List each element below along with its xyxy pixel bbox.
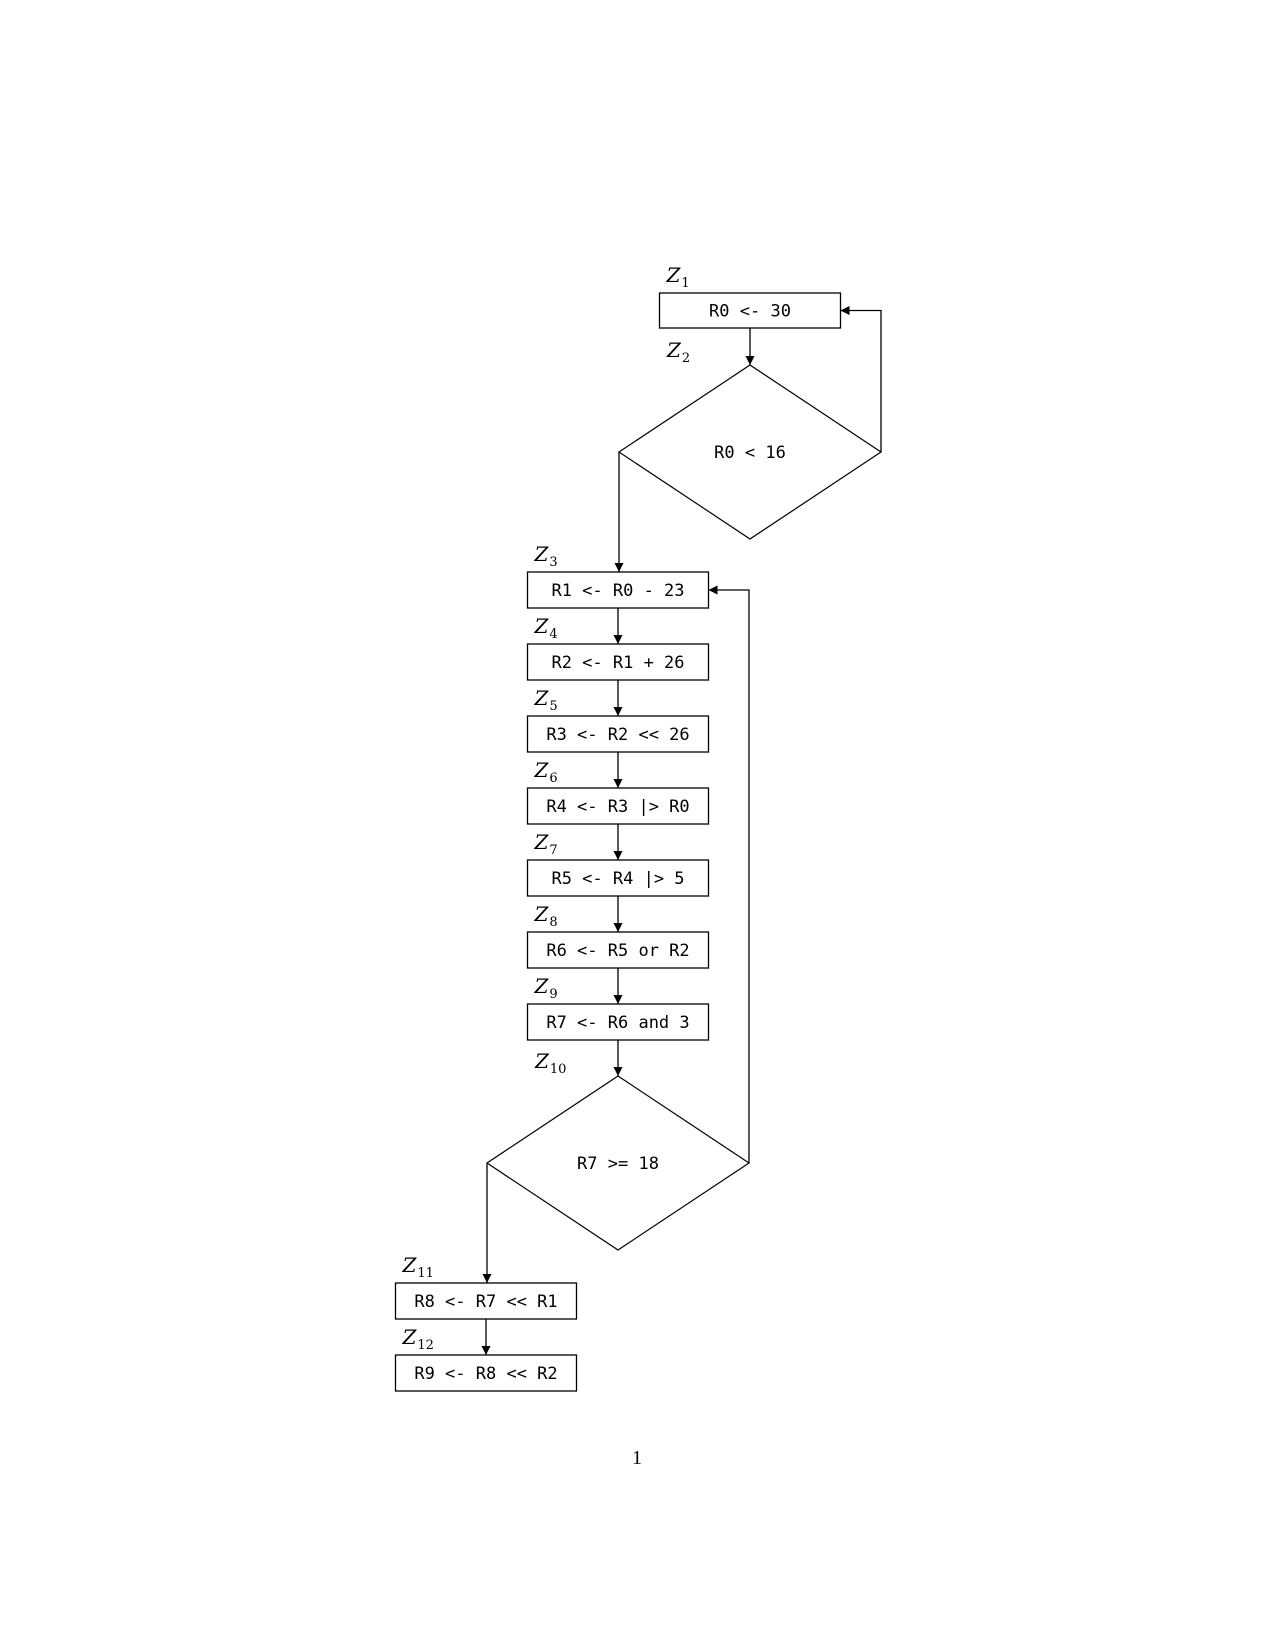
process-box <box>526 715 710 753</box>
node-label: Z4 <box>534 614 558 642</box>
node-label-subscript: 10 <box>550 1062 567 1077</box>
node-label-letter: Z <box>534 542 550 566</box>
node-text: R7 >= 18 <box>577 1154 659 1174</box>
node-z2: R0 < 16 Z2 <box>617 338 883 540</box>
process-box <box>394 1354 578 1392</box>
process-box <box>526 643 710 681</box>
node-label-letter: Z <box>534 830 550 854</box>
node-text: R0 < 16 <box>714 443 786 463</box>
node-label-subscript: 1 <box>681 276 689 291</box>
node-label: Z7 <box>534 830 558 858</box>
process-box <box>394 1282 578 1320</box>
node-label-subscript: 3 <box>549 555 557 570</box>
process-box <box>526 931 710 969</box>
node-label-subscript: 12 <box>417 1338 434 1353</box>
node-z11: R8 <- R7 << R1 Z11 <box>394 1253 578 1320</box>
node-text: R4 <- R3 |> R0 <box>546 797 689 817</box>
node-text: R1 <- R0 - 23 <box>551 581 684 601</box>
node-label: Z8 <box>534 902 558 930</box>
node-label: Z6 <box>534 758 558 786</box>
node-label: Z12 <box>402 1325 434 1353</box>
node-label: Z11 <box>402 1253 434 1281</box>
node-z6: R4 <- R3 |> R0 Z6 <box>526 758 710 825</box>
process-box <box>658 292 842 329</box>
edge-z2-z1 <box>840 306 882 452</box>
node-label: Z3 <box>534 542 558 570</box>
node-label-letter: Z <box>666 263 682 287</box>
node-label-letter: Z <box>534 758 550 782</box>
node-label-subscript: 8 <box>549 915 557 930</box>
node-text: R0 <- 30 <box>709 302 791 322</box>
node-text: R9 <- R8 << R2 <box>414 1364 557 1384</box>
node-label-subscript: 9 <box>549 987 557 1002</box>
node-label-letter: Z <box>534 974 550 998</box>
node-text: R8 <- R7 << R1 <box>414 1292 557 1312</box>
process-box <box>526 859 710 897</box>
node-label-subscript: 6 <box>549 771 557 786</box>
node-label-letter: Z <box>402 1325 418 1349</box>
node-label-letter: Z <box>534 1049 550 1073</box>
edge-z10-z3 <box>708 585 750 1163</box>
node-label-subscript: 4 <box>549 627 557 642</box>
node-z10: R7 >= 18 Z10 <box>485 1049 751 1251</box>
node-label-subscript: 2 <box>682 351 690 366</box>
node-text: R2 <- R1 + 26 <box>551 653 684 673</box>
process-box <box>526 571 710 609</box>
node-text: R5 <- R4 |> 5 <box>551 869 684 889</box>
node-label: Z10 <box>534 1049 566 1077</box>
page-number: 1 <box>632 1447 642 1469</box>
node-label-letter: Z <box>534 686 550 710</box>
decision-diamond <box>617 364 883 540</box>
edges <box>481 306 882 1355</box>
node-label-subscript: 7 <box>549 843 557 858</box>
node-z7: R5 <- R4 |> 5Z7 <box>526 830 710 897</box>
process-box <box>526 1003 710 1041</box>
node-z1: R0 <- 30 Z1 <box>658 263 842 329</box>
node-z5: R3 <- R2 << 26 Z5 <box>526 686 710 753</box>
node-label-subscript: 5 <box>549 699 557 714</box>
node-label: Z2 <box>666 338 690 366</box>
node-label: Z9 <box>534 974 558 1002</box>
node-label-letter: Z <box>534 902 550 926</box>
decision-diamond <box>485 1075 751 1251</box>
node-label-subscript: 11 <box>417 1266 434 1281</box>
node-label: Z5 <box>534 686 558 714</box>
process-box <box>526 787 710 825</box>
node-text: R3 <- R2 << 26 <box>546 725 689 745</box>
node-label-letter: Z <box>402 1253 418 1277</box>
node-z12: R9 <- R8 << R2 Z12 <box>394 1325 578 1392</box>
node-label: Z1 <box>666 263 690 291</box>
node-z8: R6 <- R5 or R2 Z8 <box>526 902 710 969</box>
node-label-letter: Z <box>666 338 682 362</box>
node-z9: R7 <- R6 and 3 Z9 <box>526 974 710 1041</box>
node-text: R7 <- R6 and 3 <box>546 1013 689 1033</box>
node-text: R6 <- R5 or R2 <box>546 941 689 961</box>
node-label-letter: Z <box>534 614 550 638</box>
